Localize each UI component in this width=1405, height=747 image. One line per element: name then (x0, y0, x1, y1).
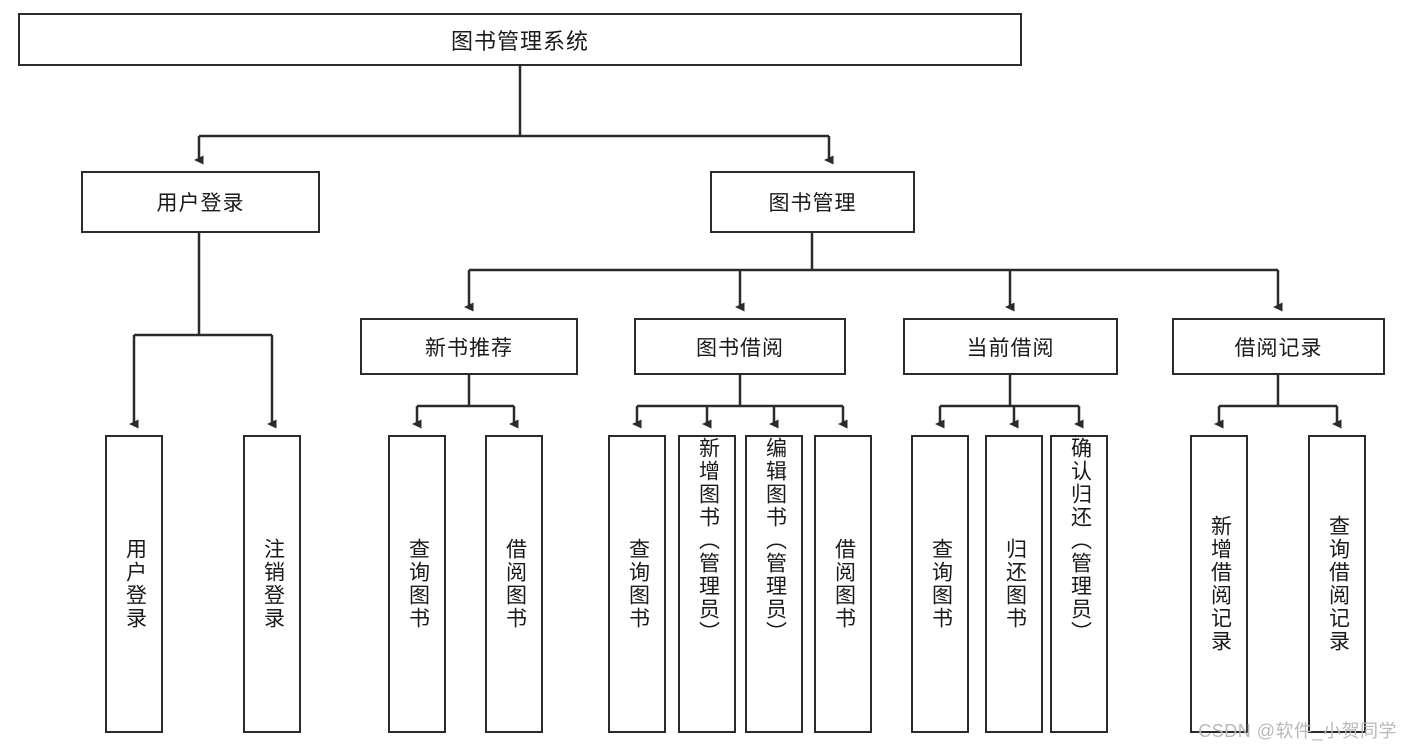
node-borrow-record-label: 借阅记录 (1234, 336, 1323, 360)
leaf-return-book-label: 归还图书 (1003, 538, 1027, 630)
node-current-borrow-label: 当前借阅 (966, 336, 1055, 360)
leaf-query-record-label: 查询借阅记录 (1326, 515, 1350, 653)
node-book-manage[interactable]: 图书管理 (710, 171, 915, 233)
leaf-add-book[interactable]: 新增图书（管理员） (678, 435, 736, 733)
leaf-query-record[interactable]: 查询借阅记录 (1308, 435, 1366, 733)
leaf-query-book-cur-label: 查询图书 (929, 538, 953, 630)
leaf-borrow-book[interactable]: 借阅图书 (814, 435, 872, 733)
leaf-return-book[interactable]: 归还图书 (985, 435, 1043, 733)
leaf-confirm-return-label: 确认归还（管理员） (1068, 437, 1092, 644)
leaf-edit-book[interactable]: 编辑图书（管理员） (745, 435, 803, 733)
node-book-manage-label: 图书管理 (768, 192, 857, 215)
node-user-login-label: 用户登录 (156, 192, 245, 215)
node-root[interactable]: 图书管理系统 (18, 13, 1022, 66)
leaf-add-book-label: 新增图书（管理员） (696, 437, 720, 644)
node-root-label: 图书管理系统 (450, 28, 589, 54)
leaf-query-book-rec-label: 查询图书 (406, 538, 430, 630)
node-new-book-rec-label: 新书推荐 (425, 336, 513, 360)
leaf-borrow-book-rec-label: 借阅图书 (503, 538, 527, 630)
leaf-query-book-cur[interactable]: 查询图书 (911, 435, 969, 733)
node-user-login[interactable]: 用户登录 (81, 171, 320, 233)
node-new-book-rec[interactable]: 新书推荐 (360, 318, 578, 375)
node-book-borrow-label: 图书借阅 (696, 336, 784, 360)
leaf-user-login-label: 用户登录 (123, 538, 147, 630)
leaf-add-record-label: 新增借阅记录 (1208, 515, 1232, 653)
leaf-add-record[interactable]: 新增借阅记录 (1190, 435, 1248, 733)
leaf-borrow-book-rec[interactable]: 借阅图书 (485, 435, 543, 733)
leaf-user-logout[interactable]: 注销登录 (243, 435, 301, 733)
leaf-user-logout-label: 注销登录 (261, 538, 285, 630)
leaf-query-book-borrow[interactable]: 查询图书 (608, 435, 666, 733)
watermark: CSDN @软件_小贺同学 (1198, 721, 1397, 741)
leaf-borrow-book-label: 借阅图书 (832, 538, 856, 630)
leaf-user-login[interactable]: 用户登录 (105, 435, 163, 733)
node-current-borrow[interactable]: 当前借阅 (903, 318, 1118, 375)
leaf-confirm-return[interactable]: 确认归还（管理员） (1050, 435, 1108, 733)
leaf-query-book-rec[interactable]: 查询图书 (388, 435, 446, 733)
leaf-query-book-borrow-label: 查询图书 (626, 538, 650, 630)
leaf-edit-book-label: 编辑图书（管理员） (763, 437, 787, 644)
node-borrow-record[interactable]: 借阅记录 (1172, 318, 1385, 375)
node-book-borrow[interactable]: 图书借阅 (634, 318, 846, 375)
